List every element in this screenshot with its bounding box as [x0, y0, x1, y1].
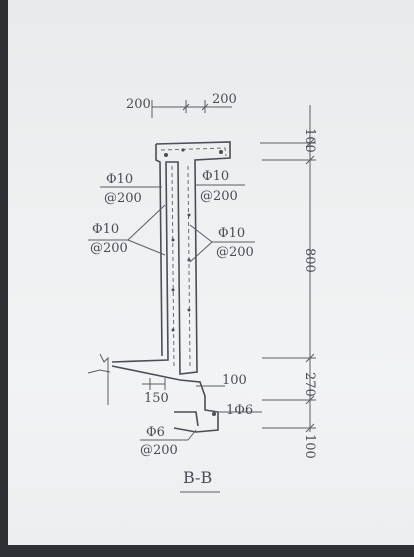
top-dimension — [151, 100, 232, 118]
vert-dim-bottom-label: 100 — [302, 434, 317, 459]
left-mid-spacing-label: @200 — [90, 241, 128, 256]
right-mid-bar-label: Φ10 — [218, 226, 245, 241]
bottom-spacing-label: @200 — [140, 443, 178, 458]
section-title: B-B — [183, 468, 212, 487]
left-mid-bar-label: Φ10 — [92, 222, 119, 237]
right-mid-spacing-label: @200 — [216, 245, 254, 260]
top-dim-right-label: 200 — [212, 92, 237, 107]
leader-lines — [88, 184, 262, 441]
bottom-right-bar-label: 1Φ6 — [226, 403, 253, 418]
wall-section — [87, 141, 231, 433]
right-top-bar-label: Φ10 — [202, 169, 229, 184]
left-top-bar-label: Φ10 — [106, 172, 133, 187]
vert-dim-mid-label: 800 — [302, 248, 317, 273]
vert-dim-low-label: 270 — [302, 372, 317, 397]
top-dim-left-label: 200 — [126, 97, 151, 112]
bottom-right-dim-label: 100 — [222, 373, 247, 388]
left-top-spacing-label: @200 — [104, 191, 142, 206]
bottom-left-bar-label: Φ6 — [146, 425, 165, 440]
right-top-spacing-label: @200 — [200, 189, 238, 204]
vert-dim-top-label: 100 — [302, 128, 317, 153]
bottom-left-dim-label: 150 — [144, 391, 169, 406]
paper-sheet — [8, 0, 414, 545]
vertical-dimension — [260, 105, 316, 433]
